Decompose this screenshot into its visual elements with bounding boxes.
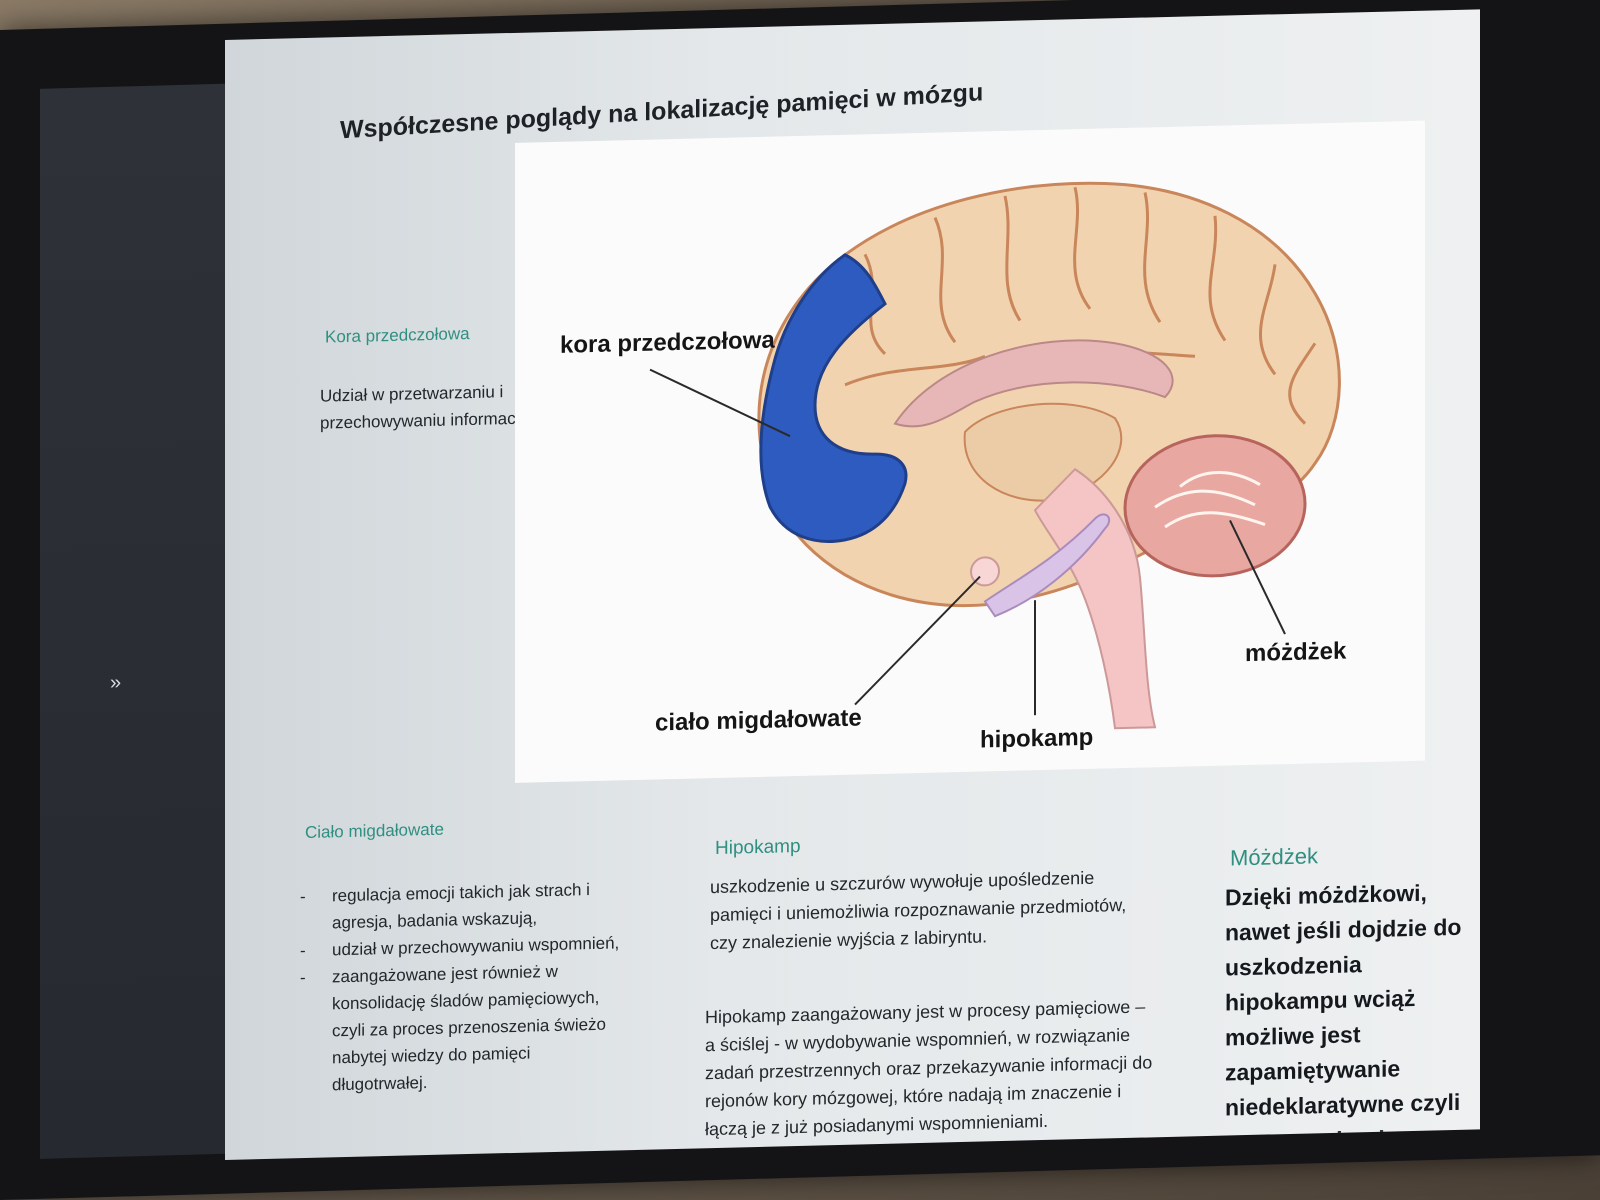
hippocampus	[983, 513, 1111, 618]
expand-arrow-icon[interactable]: »	[110, 671, 122, 694]
presentation-slide: Współczesne poglądy na lokalizację pamię…	[225, 9, 1480, 1160]
heading-cialo-migdalowate: Ciało migdałowate	[305, 819, 444, 843]
corpus-callosum	[893, 339, 1174, 428]
text-kora-przedczolowa: Udział w przetwarzaniu i przechowywaniu …	[320, 377, 540, 436]
prefrontal-cortex	[759, 253, 908, 543]
text-cialo-migdalowate: regulacja emocji takich jak strach i agr…	[300, 875, 620, 1099]
heading-hipokamp: Hipokamp	[715, 835, 801, 860]
bullet-list-cialo: regulacja emocji takich jak strach i agr…	[300, 875, 620, 1099]
text-hipokamp-para1: uszkodzenie u szczurów wywołuje upośledz…	[710, 867, 1127, 954]
label-cialo-migdalowate: ciało migdałowate	[655, 704, 862, 737]
label-hipokamp: hipokamp	[980, 723, 1094, 754]
cerebellum-folia	[1154, 471, 1266, 529]
leader-lines	[649, 368, 1286, 716]
cerebellum	[1123, 434, 1307, 578]
brain-illustration	[649, 181, 1341, 730]
heading-kora-przedczolowa: Kora przedczołowa	[325, 324, 470, 347]
text-mozdzek: Dzięki móżdżkowi, nawet jeśli dojdzie do…	[1225, 879, 1462, 1156]
text-hipokamp-para2: Hipokamp zaangażowany jest w procesy pam…	[705, 996, 1153, 1140]
label-mozdzek: móżdżek	[1245, 637, 1347, 668]
text-kora-line-2: przechowywaniu informacji.	[320, 408, 528, 433]
bullet-item: regulacja emocji takich jak strach i agr…	[300, 875, 620, 937]
bullet-item: zaangażowane jest również w konsolidację…	[300, 956, 620, 1099]
heading-mozdzek: Móżdżek	[1230, 843, 1319, 871]
label-kora-przedczolowa: kora przedczołowa	[560, 326, 775, 359]
cortex-gyri	[844, 186, 1317, 425]
brain-figure: kora przedczołowa ciało migdałowate hipo…	[515, 120, 1425, 783]
